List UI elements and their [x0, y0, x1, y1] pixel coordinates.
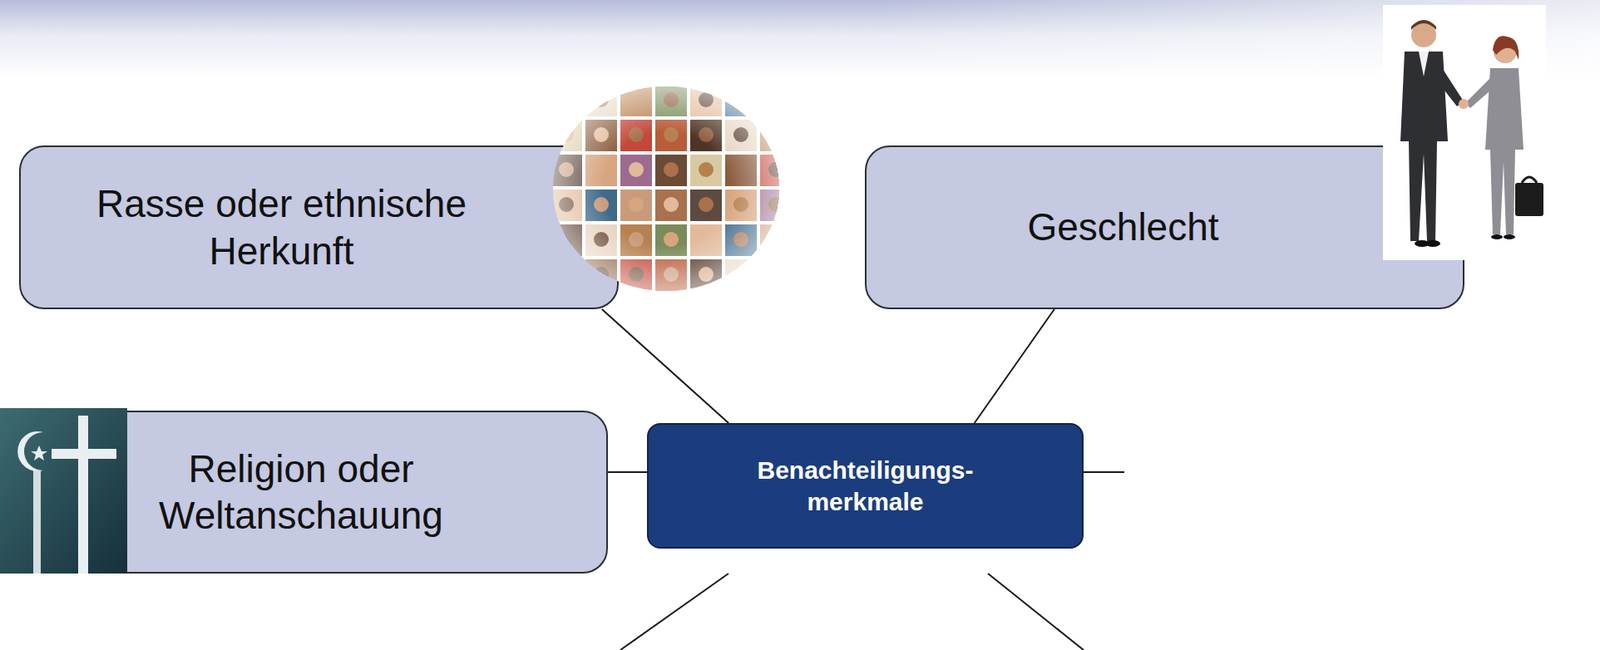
criterion-label: Rasse oder ethnische Herkunft	[37, 180, 526, 274]
portrait-face	[768, 92, 784, 108]
criterion-box: Geschlecht	[864, 145, 1465, 310]
portrait-face	[768, 266, 784, 282]
portrait-face	[628, 301, 644, 317]
spoke-connector	[607, 471, 647, 474]
central-box: Benachteiligungs- merkmale	[646, 423, 1084, 549]
portrait-face	[733, 92, 749, 108]
religion-photo	[0, 408, 128, 574]
portrait-tile	[620, 294, 652, 326]
portrait-tile	[725, 294, 757, 326]
spoke-connector	[602, 309, 729, 424]
portrait-tile	[760, 259, 792, 292]
globe-shading	[553, 86, 780, 292]
portrait-globe	[548, 83, 792, 326]
portrait-tile	[550, 84, 583, 117]
portrait-face	[768, 232, 784, 247]
header-band-fade	[0, 0, 1600, 80]
portrait-tile	[550, 259, 583, 292]
criterion-box: Rasse oder ethnische Herkunft	[19, 145, 619, 310]
portrait-face	[593, 301, 609, 317]
portrait-face	[558, 92, 574, 108]
portrait-face	[733, 301, 749, 317]
spoke-connector	[974, 309, 1055, 424]
portrait-tile	[655, 294, 687, 326]
spoke-line	[620, 573, 729, 650]
handshake-photo	[1382, 4, 1546, 261]
portrait-face	[768, 127, 784, 143]
hub-label: Benachteiligungs- merkmale	[728, 454, 1003, 518]
portrait-face	[558, 266, 574, 282]
portrait-tile	[585, 294, 618, 326]
spoke-line	[987, 573, 1084, 650]
portrait-face	[698, 301, 714, 317]
portrait-tile	[760, 294, 792, 326]
criterion-label: Geschlecht	[1027, 203, 1219, 251]
portrait-tile	[550, 294, 583, 326]
portrait-tile	[760, 84, 792, 117]
portrait-face	[558, 301, 574, 317]
spoke-line	[1083, 471, 1125, 474]
portrait-face	[768, 301, 784, 317]
portrait-face	[663, 301, 679, 317]
criterion-label: Religion oder Weltanschauung	[127, 445, 475, 539]
portrait-tile	[690, 294, 722, 326]
